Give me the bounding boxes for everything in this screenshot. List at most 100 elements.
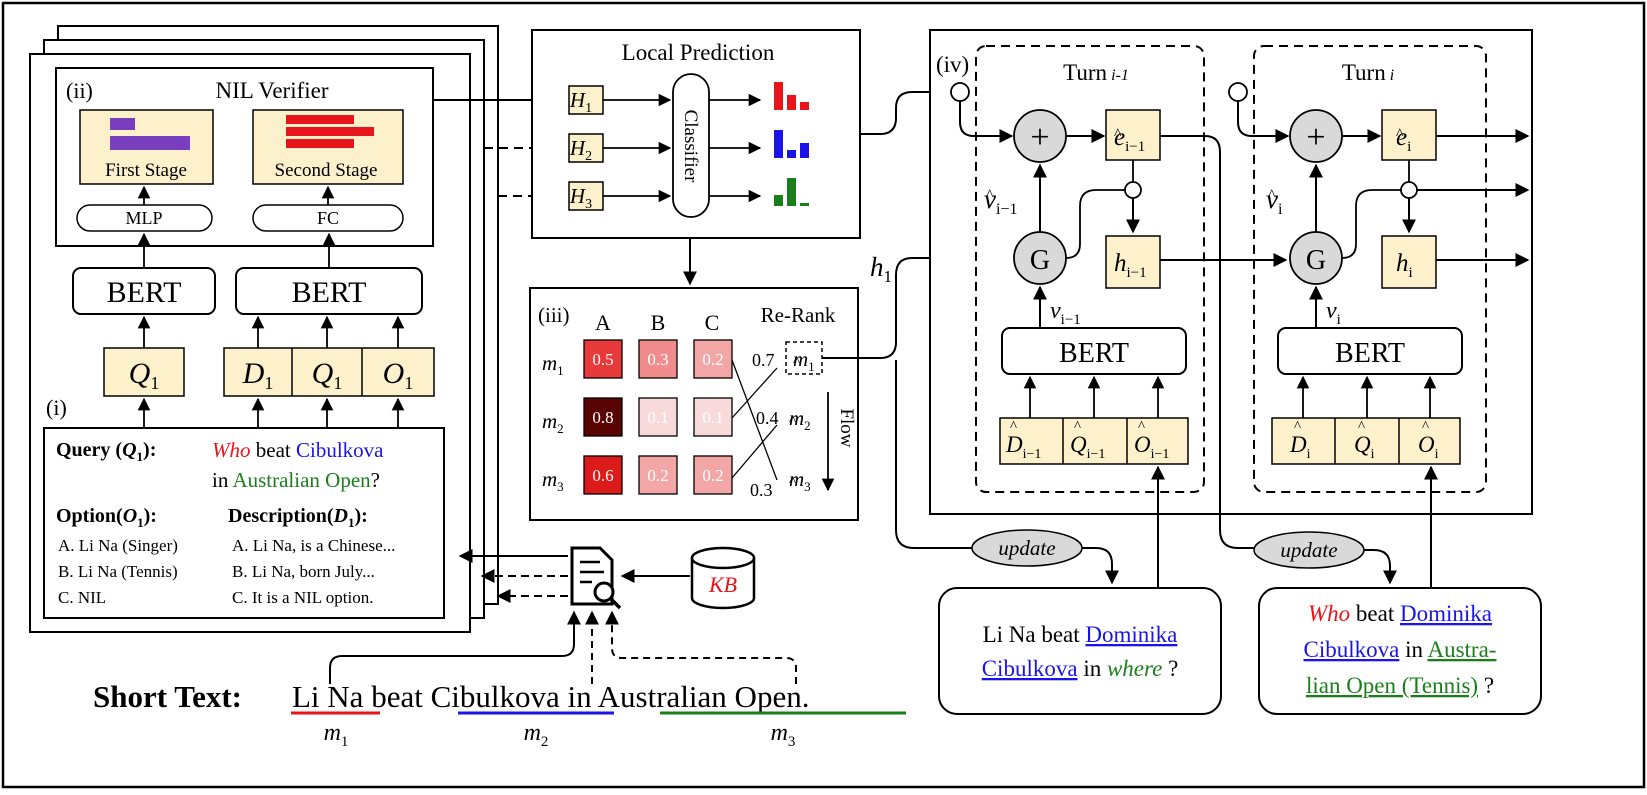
short-text-label: Short Text: bbox=[93, 679, 242, 714]
prediction-bar bbox=[787, 95, 796, 110]
description-c: C. It is a NIL option. bbox=[232, 588, 374, 607]
mhat2-label: m2 bbox=[789, 406, 811, 433]
line-branch-g-i bbox=[1341, 189, 1401, 259]
update-label-1: update bbox=[998, 536, 1055, 560]
col-b-label: B bbox=[651, 310, 666, 335]
line-branch-g-prev bbox=[1065, 189, 1125, 259]
branch-node-prev bbox=[1124, 181, 1142, 199]
q-label-prev: Qi−1 bbox=[1070, 432, 1105, 462]
mhat1-box bbox=[785, 341, 823, 375]
kb-label: KB bbox=[708, 572, 737, 597]
plus-label-i: + bbox=[1306, 119, 1325, 156]
vhat-label-prev: vi−1 bbox=[984, 184, 1017, 218]
prediction-bar bbox=[774, 195, 783, 206]
arrow-local-to-iv bbox=[860, 85, 1530, 135]
mlp-label: MLP bbox=[125, 208, 162, 228]
col-a-label: A bbox=[595, 310, 611, 335]
second-stage-bar-2 bbox=[286, 127, 374, 136]
first-stage-label: First Stage bbox=[105, 160, 187, 181]
v-label-i: vi bbox=[1326, 298, 1341, 328]
score-cell-value: 0.6 bbox=[592, 466, 613, 485]
fc-label: FC bbox=[317, 208, 339, 228]
prediction-bar bbox=[800, 203, 809, 206]
row-m3-label: m3 bbox=[542, 467, 564, 494]
q-label-i: Qi bbox=[1354, 432, 1375, 462]
line-e-to-update2 bbox=[1160, 135, 1254, 549]
description-b: B. Li Na, born July... bbox=[232, 562, 375, 581]
split-node-prev bbox=[950, 82, 970, 102]
bert-node-i bbox=[1277, 327, 1463, 375]
g-label-i: G bbox=[1306, 245, 1326, 276]
input-node-prev bbox=[999, 417, 1189, 465]
vhat-label-i: vi bbox=[1266, 184, 1283, 218]
document-search-icon bbox=[570, 546, 622, 610]
second-stage-bar-3 bbox=[286, 139, 354, 148]
local-prediction-title: Local Prediction bbox=[622, 40, 775, 65]
bert-label-2: BERT bbox=[292, 276, 367, 309]
bert-node-prev bbox=[1001, 327, 1187, 375]
arrow-mhat-to-g bbox=[822, 251, 1012, 359]
stage-ii-label: (ii) bbox=[66, 78, 93, 103]
o-label-i: Oi bbox=[1418, 432, 1439, 462]
h3-node bbox=[568, 181, 604, 211]
plus-label-prev: + bbox=[1030, 119, 1049, 156]
description-heading: Description(D1): bbox=[228, 505, 368, 530]
query-bubble-1 bbox=[938, 587, 1222, 715]
arrow-update1-bubble bbox=[1082, 547, 1119, 585]
score-cell bbox=[638, 455, 678, 495]
stage-iv-label: (iv) bbox=[936, 52, 969, 77]
bubble1-line1: Li Na beat Dominika bbox=[983, 622, 1178, 647]
vhat-hat-i: ^ bbox=[1268, 187, 1276, 204]
q-hat-i: ^ bbox=[1358, 419, 1365, 435]
classifier-node bbox=[672, 73, 710, 218]
h3-label: H3 bbox=[569, 184, 592, 212]
split-node-i bbox=[1228, 82, 1248, 102]
mention-m1: m1 bbox=[324, 720, 349, 750]
query-bubble-2 bbox=[1258, 587, 1542, 715]
score-cell bbox=[693, 339, 733, 379]
col-c-label: C bbox=[705, 310, 720, 335]
turn-i-box bbox=[1253, 45, 1487, 493]
score-cell bbox=[638, 339, 678, 379]
score-cell-value: 0.1 bbox=[702, 408, 723, 427]
score-cell bbox=[638, 397, 678, 437]
score-cell-value: 0.5 bbox=[592, 350, 613, 369]
prediction-bar bbox=[800, 102, 809, 110]
option-a: A. Li Na (Singer) bbox=[58, 536, 178, 555]
mhat2-hat: ^ bbox=[789, 413, 796, 429]
rerank-link-1 bbox=[731, 359, 778, 481]
row-m1-label: m1 bbox=[542, 351, 564, 378]
short-text-sentence: Li Na beat Cibulkova in Australian Open. bbox=[292, 679, 809, 714]
o-label-prev: Oi−1 bbox=[1134, 432, 1169, 462]
score-cell-value: 0.2 bbox=[647, 466, 668, 485]
query-text-line1: Who beat Cibulkova bbox=[212, 438, 384, 462]
d-hat-i: ^ bbox=[1294, 419, 1301, 435]
prediction-bar bbox=[774, 82, 783, 110]
e-node-prev bbox=[1105, 109, 1161, 161]
arrow-m1-doc bbox=[329, 610, 581, 684]
second-stage-label: Second Stage bbox=[275, 160, 378, 181]
bubble2-line3: lian Open (Tennis) ? bbox=[1306, 673, 1494, 698]
score-cell bbox=[583, 455, 623, 495]
score-2: 0.4 bbox=[756, 408, 779, 428]
mention-m3: m3 bbox=[771, 720, 796, 750]
vhat-hat-prev: ^ bbox=[986, 187, 994, 204]
update-label-2: update bbox=[1280, 538, 1337, 562]
d1-q1-o1-node bbox=[223, 347, 435, 397]
arrow-split-plus-prev bbox=[959, 101, 1014, 143]
score-cell-value: 0.1 bbox=[647, 408, 668, 427]
kb-database-icon: KB bbox=[690, 546, 756, 610]
mhat1-label: m1 bbox=[793, 347, 815, 374]
bert-label-i: BERT bbox=[1335, 338, 1405, 369]
score-1: 0.7 bbox=[752, 350, 775, 370]
d1-label: D1 bbox=[242, 357, 274, 393]
rerank-label: (iii) bbox=[538, 303, 570, 327]
q-hat-prev: ^ bbox=[1074, 419, 1081, 435]
prediction-bar bbox=[774, 130, 783, 158]
prediction-bars bbox=[774, 82, 809, 206]
d-hat-prev: ^ bbox=[1010, 419, 1017, 435]
option-b: B. Li Na (Tennis) bbox=[58, 562, 178, 581]
h1-label: H1 bbox=[569, 88, 592, 116]
h-label-i: hi bbox=[1396, 250, 1413, 281]
